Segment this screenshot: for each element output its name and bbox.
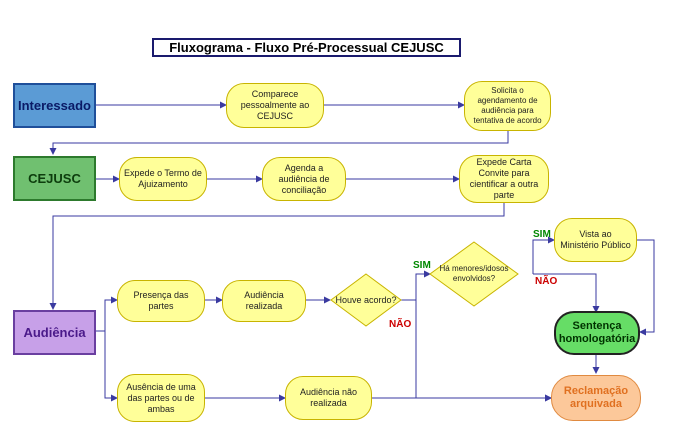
menores-diamond [429,241,519,307]
label-sim-menores: SIM [413,260,431,271]
actor-audiencia: Audiência [13,310,96,355]
page-title: Fluxograma - Fluxo Pré-Processual CEJUSC [152,38,461,57]
node-reclamacao: Reclamação arquivada [551,375,641,421]
node-ausencia: Ausência de uma das partes ou de ambas [117,374,205,422]
node-audiencia-realizada: Audiência realizada [222,280,306,322]
node-solicita: Solicita o agendamento de audiência para… [464,81,551,131]
houve-acordo-diamond [330,273,402,327]
node-expede-termo: Expede o Termo de Ajuizamento [119,157,207,201]
label-nao-menores: NÃO [535,276,558,287]
node-comparece: Comparece pessoalmente ao CEJUSC [226,83,324,128]
node-sentenca: Sentença homologatória [554,311,640,355]
actor-cejusc: CEJUSC [13,156,96,201]
label-sim-vista: SIM [533,229,551,240]
node-audiencia-nao-realizada: Audiência não realizada [285,376,372,420]
label-nao-acordo: NÃO [389,319,412,330]
actor-interessado: Interessado [13,83,96,128]
node-vista-mp: Vista ao Ministério Público [554,218,637,262]
node-presenca: Presença das partes [117,280,205,322]
node-menores: Há menores/idosos envolvidos? [439,264,509,283]
node-expede-carta: Expede Carta Convite para cientificar a … [459,155,549,203]
node-agenda: Agenda a audiência de conciliação [262,157,346,201]
node-houve-acordo: Houve acordo? [335,295,397,305]
